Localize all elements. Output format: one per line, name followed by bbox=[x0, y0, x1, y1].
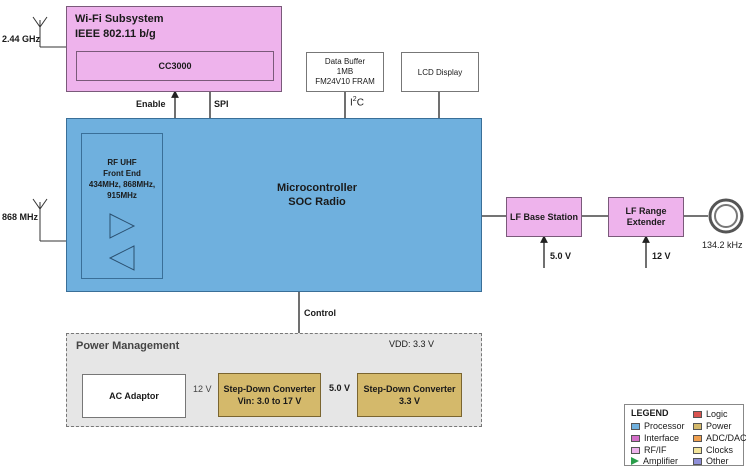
vdd-label: VDD: 3.3 V bbox=[389, 339, 435, 349]
coil-freq: 134.2 kHz bbox=[702, 240, 743, 250]
i2c-label: I2C bbox=[350, 96, 364, 108]
legend-title: LEGEND bbox=[631, 408, 669, 418]
cc3000-chip: CC3000 bbox=[76, 51, 274, 81]
conv1-line1: Step-Down Converter bbox=[223, 384, 316, 394]
lf-range-line2: Extender bbox=[626, 217, 666, 227]
legend-item-interface: Interface bbox=[631, 433, 679, 443]
wifi-antenna-freq: 2.44 GHz bbox=[2, 34, 41, 44]
mcu-title: Microcontroller SOC Radio bbox=[217, 181, 417, 209]
conv1-line2: Vin: 3.0 to 17 V bbox=[237, 396, 302, 406]
mcu-line2: SOC Radio bbox=[288, 196, 346, 208]
wifi-antenna-icon bbox=[32, 16, 66, 48]
rf-text: RF UHF Front End 434MHz, 868MHz, 915MHz bbox=[82, 157, 162, 201]
legend-label-processor: Processor bbox=[644, 421, 685, 431]
buffer-line1: Data Buffer bbox=[324, 57, 366, 66]
legend-label-adcdac: ADC/DAC bbox=[706, 433, 747, 443]
buffer-line2: 1MB bbox=[336, 67, 354, 76]
amplifier-left-icon bbox=[108, 245, 135, 271]
microcontroller-block: Microcontroller SOC Radio RF UHF Front E… bbox=[66, 118, 482, 292]
enable-label: Enable bbox=[136, 99, 166, 109]
lcd-label: LCD Display bbox=[417, 67, 463, 77]
control-label: Control bbox=[304, 308, 336, 318]
conv2-line1: Step-Down Converter bbox=[363, 384, 456, 394]
legend-label-interface: Interface bbox=[644, 433, 680, 443]
coil-icon bbox=[708, 198, 744, 234]
spi-label: SPI bbox=[214, 99, 229, 109]
power-title: Power Management bbox=[76, 340, 180, 352]
data-buffer-block: Data Buffer 1MB FM24V10 FRAM bbox=[306, 52, 384, 92]
rf-line1: RF UHF bbox=[107, 158, 137, 167]
legend-label-rfif: RF/IF bbox=[644, 445, 667, 455]
rf-line2: Front End bbox=[103, 169, 141, 178]
converter2-block: Step-Down Converter 3.3 V bbox=[357, 373, 462, 417]
mcu-line1: Microcontroller bbox=[276, 182, 358, 194]
amplifier-icons bbox=[108, 213, 136, 271]
legend-label-other: Other bbox=[706, 456, 729, 466]
amplifier-legend-icon bbox=[631, 457, 639, 465]
legend-label-power: Power bbox=[706, 421, 732, 431]
lf-base-label: LF Base Station bbox=[509, 212, 578, 222]
legend-item-other: Other bbox=[693, 456, 729, 466]
legend-item-processor: Processor bbox=[631, 421, 685, 431]
legend-item-clocks: Clocks bbox=[693, 445, 733, 455]
ac-adaptor-label: AC Adaptor bbox=[109, 391, 159, 401]
lf-range-supply: 12 V bbox=[652, 251, 671, 261]
lf-base-supply: 5.0 V bbox=[550, 251, 572, 261]
wifi-title-line2: IEEE 802.11 b/g bbox=[75, 28, 156, 40]
legend-label-amplifier: Amplifier bbox=[643, 456, 679, 466]
legend-item-power: Power bbox=[693, 421, 732, 431]
legend-item-amplifier: Amplifier bbox=[631, 456, 678, 466]
lcd-display-block: LCD Display bbox=[401, 52, 479, 92]
legend-item-logic: Logic bbox=[693, 409, 728, 419]
lf-range-extender-block: LF Range Extender bbox=[608, 197, 684, 237]
conv2-line2: 3.3 V bbox=[398, 396, 420, 406]
legend-item-rfif: RF/IF bbox=[631, 445, 667, 455]
amplifier-right-icon bbox=[109, 213, 136, 239]
ac-volt: 12 V bbox=[193, 384, 212, 394]
legend-item-adcdac: ADC/DAC bbox=[693, 433, 747, 443]
i2c-label-sup: 2 bbox=[352, 96, 357, 103]
legend-label-clocks: Clocks bbox=[706, 445, 734, 455]
cc3000-label: CC3000 bbox=[158, 61, 192, 71]
rf-antenna-freq: 868 MHz bbox=[2, 212, 39, 222]
legend-label-logic: Logic bbox=[706, 409, 728, 419]
wifi-subsystem-block: Wi-Fi Subsystem IEEE 802.11 b/g CC3000 bbox=[66, 6, 282, 92]
i2c-label-i: I bbox=[350, 97, 353, 109]
converter1-block: Step-Down Converter Vin: 3.0 to 17 V bbox=[218, 373, 321, 417]
buffer-line3: FM24V10 FRAM bbox=[315, 77, 375, 86]
lf-range-line1: LF Range bbox=[625, 206, 667, 216]
rf-line4: 915MHz bbox=[107, 191, 137, 200]
i2c-label-c: C bbox=[356, 97, 364, 109]
wifi-title-line1: Wi-Fi Subsystem bbox=[75, 13, 164, 25]
rf-line3: 434MHz, 868MHz, bbox=[88, 180, 156, 189]
mid-volt: 5.0 V bbox=[329, 383, 351, 393]
legend: LEGEND Processor Logic Interface Power R… bbox=[624, 404, 747, 466]
lf-base-station-block: LF Base Station bbox=[506, 197, 582, 237]
rf-front-end-block: RF UHF Front End 434MHz, 868MHz, 915MHz bbox=[81, 133, 163, 279]
ac-adaptor-block: AC Adaptor bbox=[82, 374, 186, 418]
